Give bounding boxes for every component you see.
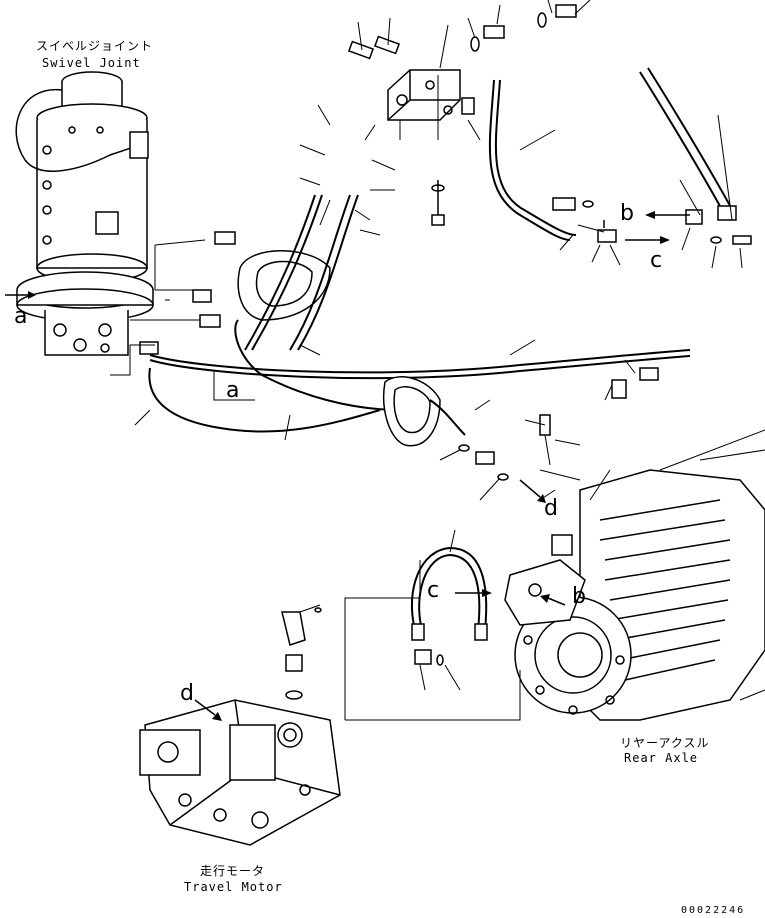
ref-label-a-swivel: a xyxy=(14,304,28,329)
ref-label-c-axle: c xyxy=(427,578,440,603)
travel-motor-label-en: Travel Motor xyxy=(184,880,283,894)
middle-hoses-drawing xyxy=(139,194,691,481)
swivel-joint-label-en: Swivel Joint xyxy=(42,56,141,70)
travel-motor-label-jp: 走行モータ xyxy=(200,864,266,878)
ref-label-d-axle: d xyxy=(544,496,558,521)
swivel-joint-drawing xyxy=(15,71,154,356)
document-number: 00022246 xyxy=(681,905,746,916)
ref-label-c-top: c xyxy=(650,248,663,273)
leader-lines xyxy=(110,0,743,721)
reference-arrows xyxy=(5,211,690,721)
ref-label-d-motor: d xyxy=(180,681,194,706)
ref-label-b-axle: b xyxy=(572,584,586,609)
ref-label-b-top: b xyxy=(620,201,634,226)
travel-motor-drawing xyxy=(139,607,341,846)
rear-axle-drawing xyxy=(410,429,765,721)
swivel-joint-label-jp: スイベルジョイント xyxy=(36,39,154,53)
rear-axle-label-en: Rear Axle xyxy=(624,751,699,765)
valve-block-drawing xyxy=(347,4,577,241)
rear-axle-label-jp: リヤーアクスル xyxy=(620,736,710,750)
upper-right-hose-drawing xyxy=(552,67,752,245)
ref-label-a-hose: a xyxy=(226,378,240,403)
